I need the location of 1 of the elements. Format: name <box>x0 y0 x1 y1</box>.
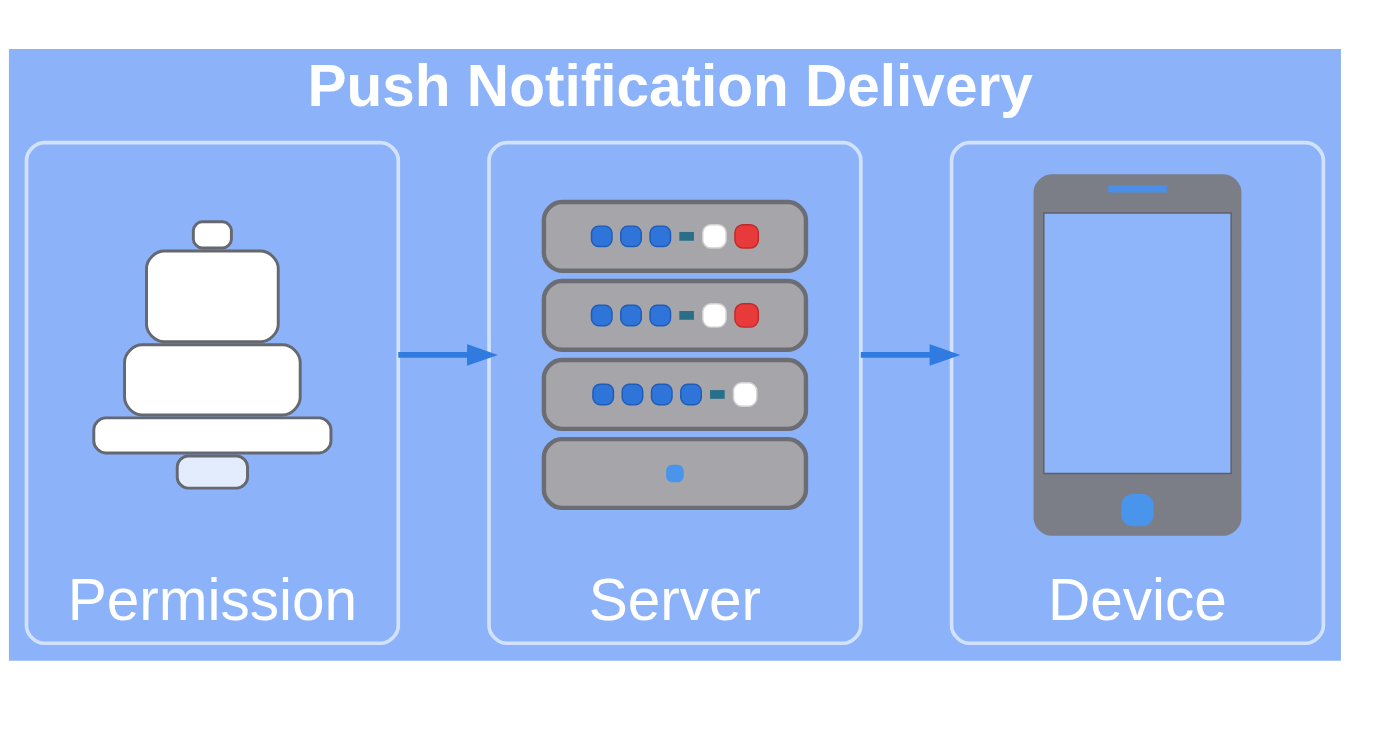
diagram-title: Push Notification Delivery <box>307 53 1033 119</box>
